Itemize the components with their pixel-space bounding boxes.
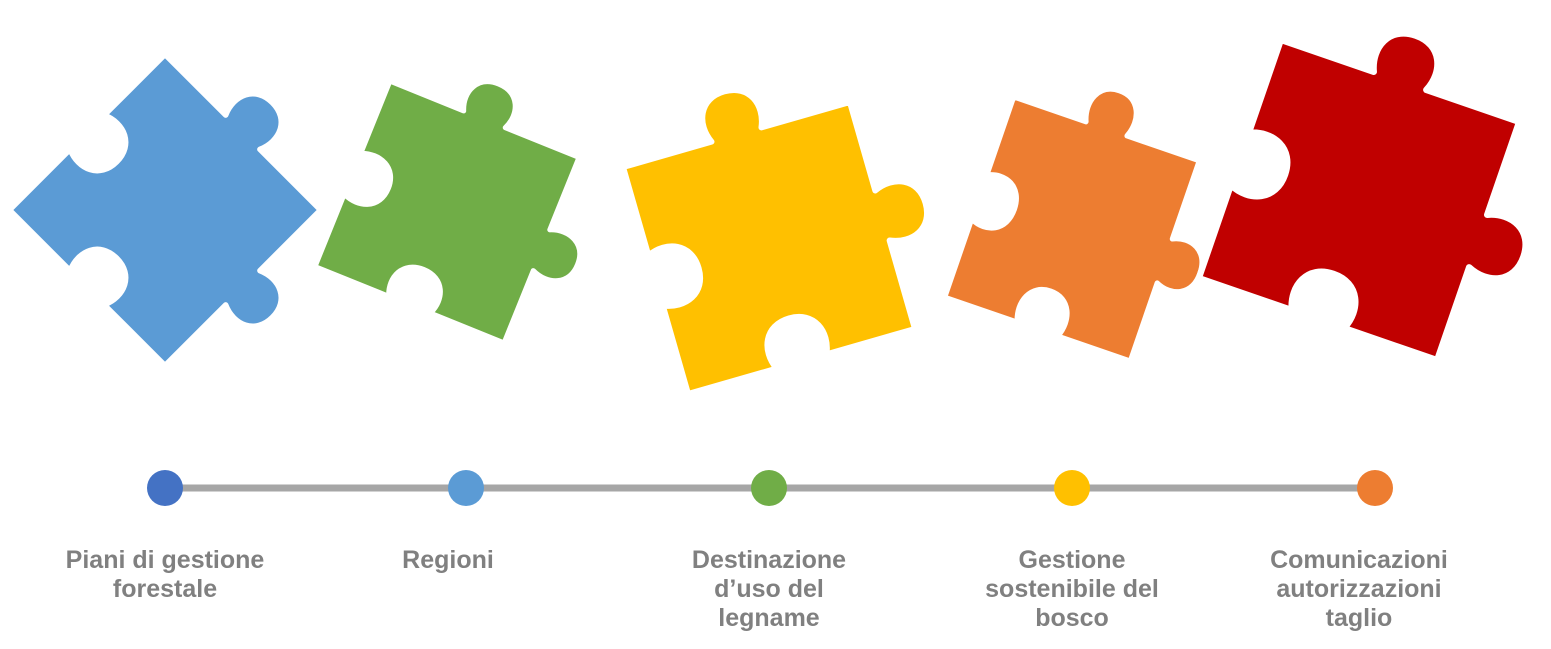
step-label-destinazione: Destinazione d’uso del legname — [691, 546, 847, 632]
timeline-dots — [147, 470, 1393, 506]
timeline-dot — [1054, 470, 1090, 506]
puzzle-piece-yellow — [611, 47, 958, 394]
step-label-piani: Piani di gestione forestale — [65, 546, 265, 603]
timeline-dot — [147, 470, 183, 506]
timeline-dot — [448, 470, 484, 506]
timeline-dot — [1357, 470, 1393, 506]
puzzle-piece-red — [1199, 0, 1551, 376]
timeline-dot — [751, 470, 787, 506]
puzzle-piece-orange — [945, 59, 1248, 373]
puzzle-pieces — [9, 0, 1551, 395]
step-label-gestione: Gestione sostenibile del bosco — [985, 546, 1159, 632]
puzzle-piece-green — [315, 46, 629, 358]
puzzle-piece-blue — [9, 25, 379, 395]
step-label-comunicazioni: Comunicazioni autorizzazioni taglio — [1270, 546, 1448, 632]
step-label-regioni: Regioni — [402, 546, 494, 574]
